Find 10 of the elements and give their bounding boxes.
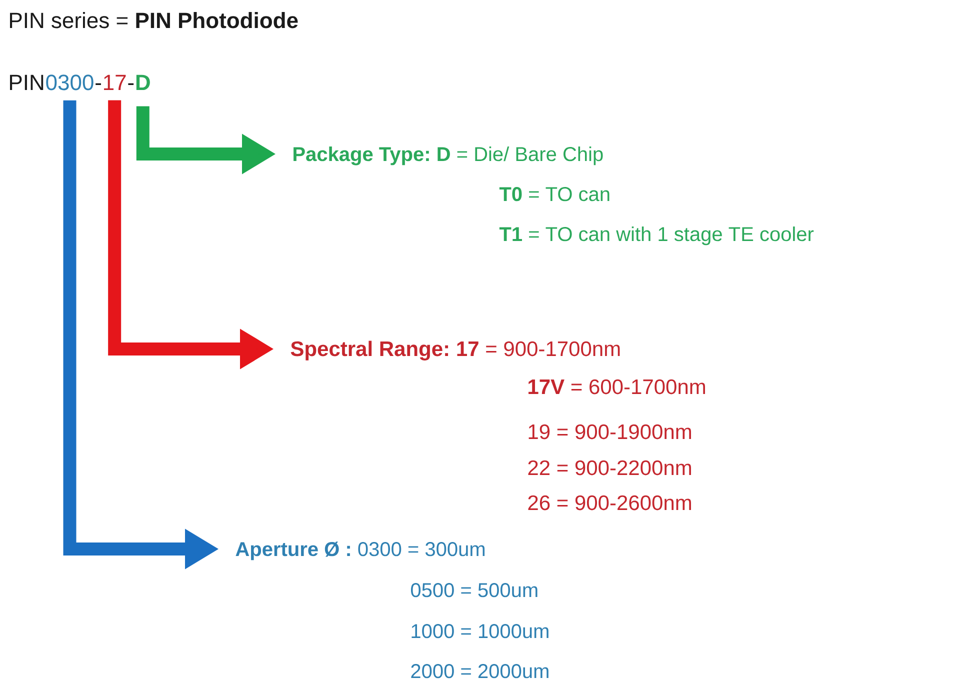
part-code-text: 17: [104, 74, 126, 90]
part-code-text: -: [96, 83, 101, 85]
part-code-text: 0300: [46, 74, 94, 90]
description-text: Package Type: D = Die/ Bare Chip T0 = TO can T1 = TO can with 1 stage TE cooler: [294, 146, 814, 246]
part-code-text: D: [136, 74, 150, 90]
description-text: Spectral Range: 17 = 900-1700nm 17V = 600-1700nm 19 = 900-1900nm 22 = 900-2200nm 26 = 900-2600nm: [290, 340, 705, 510]
part-code-text: PIN: [10, 74, 44, 90]
part-code-text: -: [128, 83, 134, 85]
title: PIN series = PIN Photodiode: [10, 12, 298, 28]
description-text: Aperture Ø : 0300 = 300um 0500 = 500um 1000 = 1000um 2000 = 2000um: [236, 542, 548, 678]
